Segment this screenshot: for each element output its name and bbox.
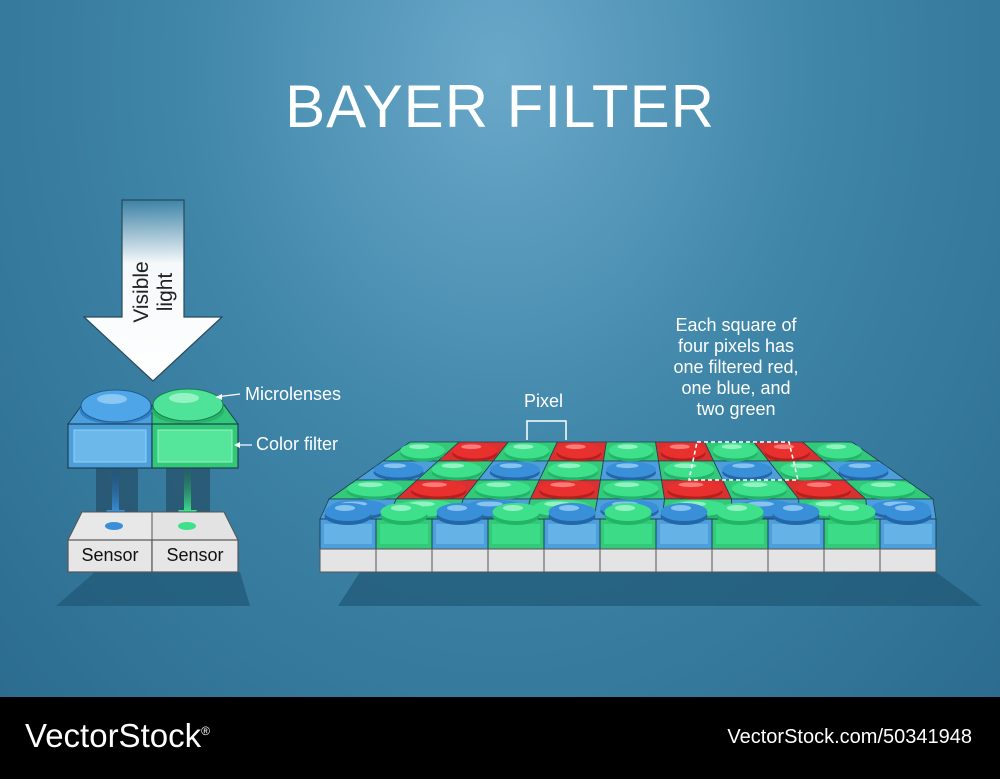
front-filter-inner	[380, 524, 428, 544]
microlens-highlight	[550, 482, 576, 488]
front-filter-inner	[772, 524, 820, 544]
sensor-cell	[599, 548, 657, 573]
microlens-highlight	[614, 482, 640, 488]
sensor-cell	[767, 548, 825, 573]
note-line: one filtered red,	[673, 357, 799, 377]
vectorstock-logo: VectorStock®	[25, 717, 210, 755]
sensor-cell	[487, 548, 545, 573]
microlens-highlight	[614, 505, 636, 511]
footer-bar: VectorStock® VectorStock.com/50341948	[0, 697, 1000, 779]
diagram-stage: BAYER FILTER	[0, 0, 1000, 697]
microlens-highlight	[565, 444, 586, 450]
note-line: four pixels has	[677, 336, 795, 356]
microlens-highlight	[732, 463, 755, 469]
note-line: two green	[696, 399, 776, 419]
microlens-highlight	[825, 444, 847, 450]
left-microlens-green	[152, 388, 224, 424]
sensor-spot-green	[178, 522, 196, 530]
left-microlens-blue	[80, 389, 152, 424]
pixel-bracket	[526, 420, 567, 440]
registered-mark: ®	[201, 724, 210, 738]
front-filter-inner	[604, 524, 652, 544]
sensor-left-label: Sensor	[81, 545, 139, 565]
microlens-highlight	[499, 463, 523, 469]
microlens-highlight	[721, 444, 742, 450]
microlens-highlight	[390, 505, 412, 511]
microlenses-label: Microlenses	[245, 384, 342, 404]
microlens-highlight	[669, 444, 690, 450]
microlens-highlight	[678, 482, 704, 488]
microlens-highlight	[870, 482, 896, 488]
microlens-highlight	[358, 482, 383, 488]
microlens-highlight	[513, 444, 534, 450]
microlens-highlight	[838, 505, 860, 511]
microlens-highlight	[806, 482, 832, 488]
sensor-spot-blue	[105, 522, 123, 530]
microlens-highlight	[616, 463, 639, 469]
microlens-highlight	[742, 482, 768, 488]
microlens-highlight	[894, 505, 916, 511]
microlens-highlight	[726, 505, 748, 511]
sensor-cell	[543, 548, 601, 573]
color-filter-label: Color filter	[256, 434, 339, 454]
microlens-highlight	[446, 505, 468, 511]
pixel-label: Pixel	[524, 391, 564, 411]
microlens-highlight	[409, 444, 430, 450]
visible-light-label: Visible light	[130, 261, 177, 323]
visible-light-arrow	[82, 199, 224, 382]
microlens-highlight	[782, 505, 804, 511]
microlens-highlight	[773, 444, 795, 450]
sensor-right	[151, 539, 239, 573]
front-filter-inner	[324, 524, 372, 544]
sensor-right-label: Sensor	[166, 545, 224, 565]
front-filter-inner	[492, 524, 540, 544]
sensor-cell	[655, 548, 713, 573]
bayer-pattern-note: Each square of four pixels has one filte…	[636, 315, 836, 420]
sensor-cell	[375, 548, 433, 573]
microlens-highlight	[558, 505, 580, 511]
sensor-cell	[823, 548, 881, 573]
microlens-highlight	[617, 444, 638, 450]
sensor-cell	[879, 548, 937, 573]
microlens-highlight	[557, 463, 581, 469]
microlens-highlight	[848, 463, 871, 469]
front-filter-inner	[548, 524, 596, 544]
diagram-art	[56, 199, 982, 606]
sensor-cell	[711, 548, 769, 573]
left-shadow	[56, 572, 250, 606]
microlens-highlight	[476, 501, 503, 507]
bayer-grid	[319, 441, 937, 573]
microlens-highlight	[674, 463, 697, 469]
bayer-quad-outline	[688, 441, 800, 481]
microlens-highlight	[422, 482, 447, 488]
front-filter-inner	[884, 524, 932, 544]
microlens-highlight	[461, 444, 482, 450]
microlens-highlight	[502, 505, 524, 511]
front-filter-inner	[828, 524, 876, 544]
microlens-highlight	[486, 482, 512, 488]
note-line: Each square of	[675, 315, 797, 335]
note-line: one blue, and	[681, 378, 791, 398]
microlens-highlight	[790, 463, 813, 469]
front-filter-inner	[660, 524, 708, 544]
stock-id: VectorStock.com/50341948	[727, 726, 972, 748]
front-filter-inner	[716, 524, 764, 544]
microlens-highlight	[815, 501, 842, 507]
front-filter-inner	[436, 524, 484, 544]
microlens-highlight	[441, 463, 465, 469]
microlens-highlight	[334, 505, 356, 511]
grid-shadow	[338, 572, 982, 606]
microlens-highlight	[670, 505, 692, 511]
sensor-cell	[319, 548, 377, 573]
brand-text: VectorStock	[25, 717, 202, 754]
sensor-cell	[431, 548, 489, 573]
page-title: BAYER FILTER	[285, 73, 715, 140]
microlens-highlight	[383, 463, 407, 469]
